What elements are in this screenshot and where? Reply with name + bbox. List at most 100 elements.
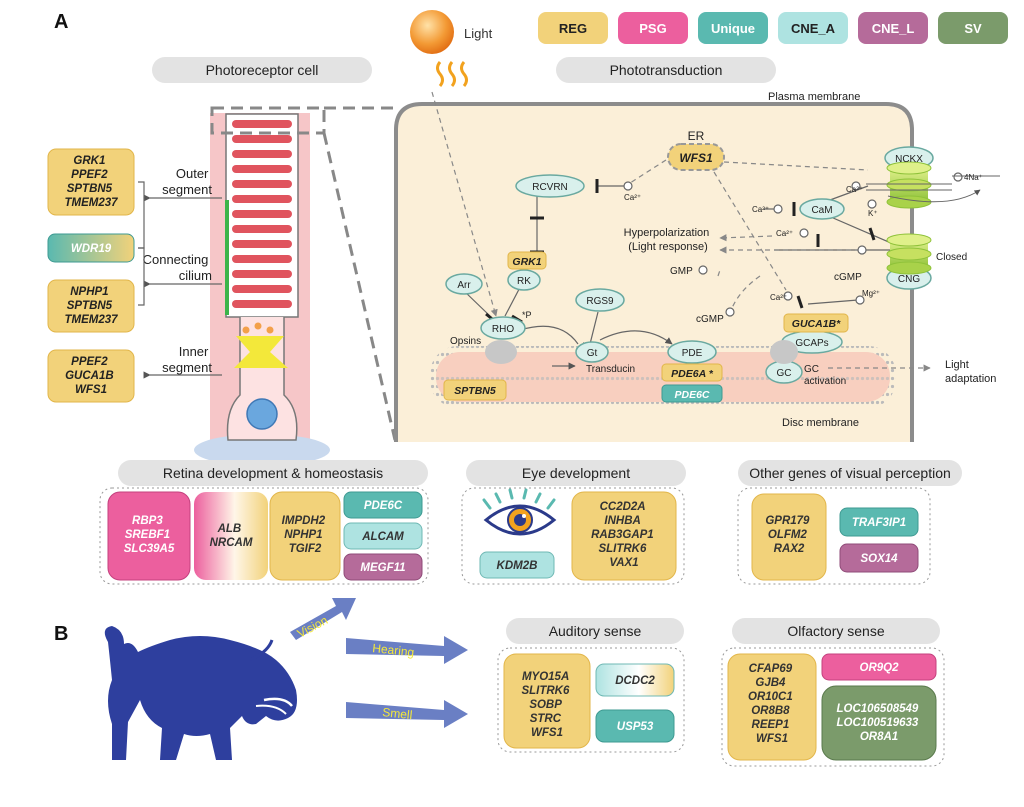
connecting-cilium-label: Connecting cilium: [143, 252, 212, 283]
label-transducin: Transducin: [586, 364, 635, 375]
er-label: ER: [688, 129, 705, 143]
label-cng: CNG: [898, 274, 920, 285]
gene-box-retina-reg: [269, 491, 341, 581]
cilium: [225, 200, 229, 315]
label-k: K⁺: [868, 209, 878, 218]
outer-segment-disc: [232, 210, 292, 218]
label-gcaps: GCAPs: [795, 338, 828, 349]
label-arr: Arr: [457, 280, 471, 291]
gene-box-wfs1-er: [667, 143, 725, 171]
gene-box-wdr19: [47, 233, 135, 263]
header-photoreceptor-pill: [152, 57, 372, 83]
label-ca-rcvrn: Ca²⁺: [624, 193, 641, 202]
label-gc-activation: GC activation: [804, 364, 846, 387]
gene-list-retina-psg: RBP3 SREBF1 SLC39A5: [124, 515, 175, 555]
label-ca-mid: Ca²⁺: [776, 229, 793, 238]
gene-box-sptbn5: [443, 379, 507, 401]
gene-list-inner: PPEF2 GUCA1B WFS1: [65, 356, 117, 396]
header-phototransduction-pill: [556, 57, 776, 83]
hearing-label: Hearing: [372, 641, 415, 659]
gene-box-grk1: [507, 251, 547, 270]
cell-connector-lines: [138, 181, 222, 379]
label-ca-cam: Ca²⁺: [752, 205, 769, 214]
gene-or9q2: OR9Q2: [860, 662, 900, 674]
panel-label-b: B: [54, 623, 68, 645]
gene-box-outer: [47, 148, 135, 216]
label-gc: GC: [777, 368, 792, 379]
label-ca-top: Ca²⁺: [846, 185, 863, 194]
gene-box-retina-pde6c: [343, 491, 423, 519]
label-gt: Gt: [587, 348, 598, 359]
label-pde: PDE: [682, 348, 703, 359]
label-nckx: NCKX: [895, 154, 923, 165]
legend-label-unique: Unique: [711, 21, 755, 36]
gene-box-other-reg: [751, 493, 827, 581]
gene-box-retina-megf11: [343, 553, 423, 581]
header-olfactory: Olfactory sense: [787, 623, 884, 639]
gene-list-eye-reg: CC2D2A INHBA RAB3GAP1 SLITRK6 VAX1: [591, 501, 657, 569]
gene-box-pde6a: [661, 363, 723, 382]
smell-arrow: [346, 700, 468, 728]
label-cam: CaM: [811, 205, 832, 216]
gene-box-eye-reg: [571, 491, 677, 581]
gene-box-inner: [47, 349, 135, 403]
header-eye-pill: [466, 460, 686, 486]
gene-retina-alcam: ALCAM: [361, 531, 404, 543]
nckx-channel: [886, 161, 932, 209]
cng-channel: [886, 233, 932, 275]
rho-membrane-blob: [485, 340, 517, 364]
gene-box-retina-alcam: [343, 522, 423, 550]
outer-segment-disc: [232, 255, 292, 263]
header-olfactory-pill: [732, 618, 940, 644]
label-rgs9: RGS9: [586, 296, 614, 307]
label-p: *P: [522, 310, 532, 320]
outer-segment-disc: [232, 225, 292, 233]
gene-usp53: USP53: [617, 721, 654, 733]
gene-list-cilium: NPHP1 SPTBN5 TMEM237: [64, 286, 118, 326]
gene-retina-pde6c: PDE6C: [364, 500, 403, 512]
pathway-labels: RCVRN Arr RK RHO *P Opsins RGS9 Gt Trans…: [450, 154, 996, 387]
gene-box-traf3ip1: [839, 507, 919, 537]
gene-sox14: SOX14: [860, 553, 898, 565]
header-retina: Retina development & homeostasis: [163, 465, 383, 481]
smell-label: Smell: [382, 705, 413, 722]
gc-membrane-blob: [770, 340, 798, 364]
auditory-group: [497, 647, 685, 753]
header-phototransduction: Phototransduction: [610, 62, 723, 78]
gene-list-olfactory-sv: LOC106508549 LOC100519633 OR8A1: [836, 703, 921, 743]
gene-list-auditory-reg: MYO15A SLITRK6 SOBP STRC WFS1: [521, 671, 572, 739]
header-photoreceptor: Photoreceptor cell: [206, 62, 319, 78]
gene-box-olfactory-sv: [821, 685, 937, 761]
light-rays-icon: [436, 61, 468, 87]
gene-kdm2b: KDM2B: [497, 560, 538, 572]
gene-pde6a: PDE6A *: [671, 368, 714, 380]
gene-guca1b: GUCA1B*: [792, 318, 841, 330]
vision-label: Vision: [295, 613, 330, 641]
eye-group: [461, 487, 685, 585]
gene-box-guca1b: [783, 313, 849, 333]
gene-box-cilium: [47, 279, 135, 333]
label-rcvrn: RCVRN: [532, 182, 568, 193]
header-retina-pill: [118, 460, 428, 486]
label-mg: Mg²⁺: [862, 289, 880, 298]
outer-segment-disc: [232, 120, 292, 128]
gene-dcdc2: DCDC2: [615, 675, 655, 687]
legend-chip-psg: [618, 12, 688, 44]
panel-label-a: A: [54, 11, 68, 33]
legend-label-reg: REG: [559, 21, 587, 36]
gene-box-kdm2b: [479, 551, 555, 579]
header-auditory: Auditory sense: [549, 623, 642, 639]
gene-box-pde6c: [661, 384, 723, 403]
boar-silhouette-icon: [104, 626, 297, 760]
gene-list-outer: GRK1 PPEF2 SPTBN5 TMEM237: [64, 155, 118, 209]
gene-pde6c: PDE6C: [674, 389, 709, 401]
gene-wfs1-er: WFS1: [679, 151, 713, 165]
gene-box-dcdc2: [595, 663, 675, 697]
legend-label-cne-l: CNE_L: [872, 21, 915, 36]
golgi-apparatus: [234, 322, 288, 368]
label-ca-gc: Ca²⁺: [770, 293, 787, 302]
outer-segment-disc: [232, 135, 292, 143]
label-light-adaptation: Light adaptation: [945, 359, 996, 385]
label-gmp: GMP: [670, 266, 693, 277]
